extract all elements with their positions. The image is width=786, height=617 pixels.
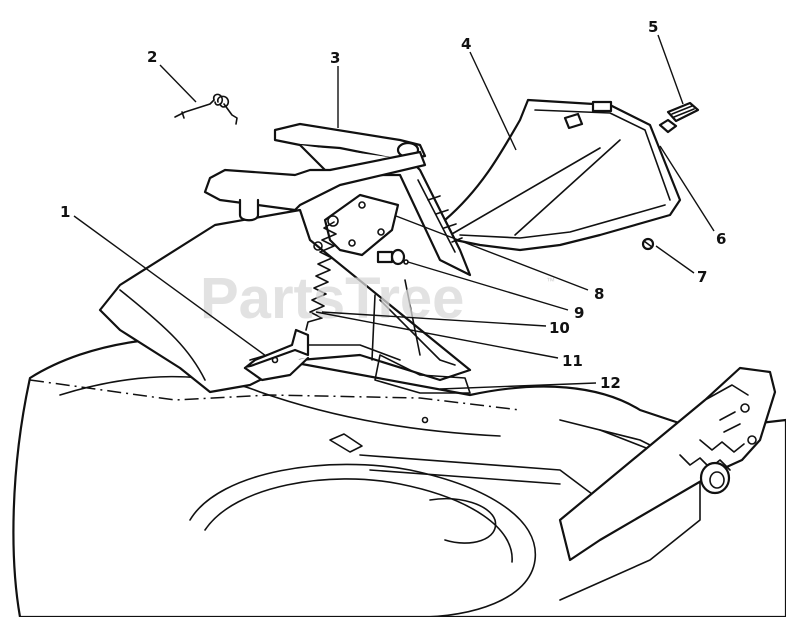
leader-7	[655, 245, 695, 274]
callout-8: 8	[594, 285, 604, 303]
leader-10	[321, 311, 547, 327]
callout-1: 1	[60, 203, 70, 221]
hinge-handle	[203, 122, 472, 277]
callout-4: 4	[461, 35, 471, 53]
leader-11	[315, 311, 559, 359]
callout-9: 9	[574, 304, 584, 322]
screw	[641, 237, 655, 251]
leader-6	[659, 145, 715, 232]
callouts: 1 2 3 4 5 6 7 8 9 10 11 12	[60, 18, 726, 392]
leader-4	[469, 51, 517, 151]
watermark-text: PartsTree	[200, 266, 464, 331]
mower-deck	[12, 337, 786, 617]
spring-bracket	[243, 328, 310, 382]
torsion-spring	[174, 93, 238, 125]
height-adjust-bracket	[558, 366, 777, 562]
chute-deflector	[443, 98, 682, 252]
callout-10: 10	[549, 319, 570, 337]
callout-3: 3	[330, 49, 340, 67]
bolt	[376, 248, 409, 266]
callout-2: 2	[147, 48, 157, 66]
spring	[305, 215, 339, 331]
callout-7: 7	[697, 268, 707, 286]
callout-11: 11	[562, 352, 583, 370]
rear-chute	[98, 208, 472, 394]
watermark: PartsTree ™	[200, 266, 555, 331]
watermark-trademark: ™	[546, 276, 555, 286]
leader-2	[159, 64, 197, 103]
leader-5	[657, 34, 684, 105]
latch-plate	[323, 193, 400, 257]
leader-12	[439, 382, 597, 390]
callout-6: 6	[716, 230, 726, 248]
leader-9	[407, 261, 569, 311]
callout-5: 5	[648, 18, 658, 36]
latch-knob	[658, 101, 700, 134]
leader-1	[73, 215, 267, 357]
callout-12: 12	[600, 374, 621, 392]
leader-lines	[73, 34, 715, 390]
leader-8	[395, 215, 589, 291]
